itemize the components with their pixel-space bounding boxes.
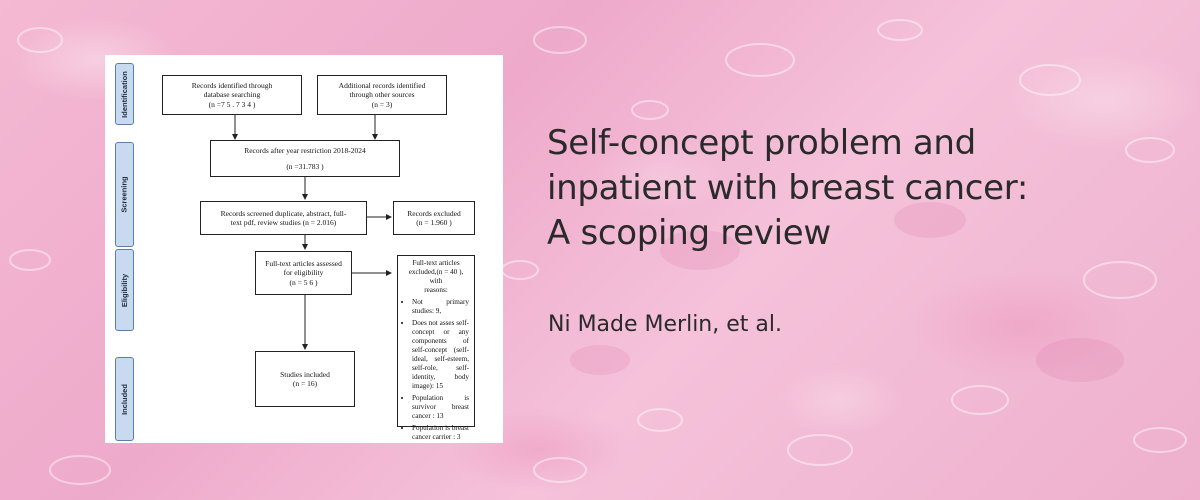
exclusion-reason: Not primary studies: 9,: [412, 298, 469, 316]
exclusion-reason: Population is survivor breast cancer : 1…: [412, 394, 469, 421]
box-records-excluded: Records excluded (n = 1.960 ): [393, 201, 475, 235]
article-title: Self-concept problem and inpatient with …: [547, 123, 1028, 253]
box-fulltext-assessed: Full-text articles assessed for eligibil…: [255, 251, 352, 295]
article-authors: Ni Made Merlin, et al.: [548, 312, 782, 337]
box-database-records: Records identified through database sear…: [162, 75, 302, 115]
stage-eligibility: Eligibility: [115, 249, 134, 331]
box-fulltext-excluded-reasons: Full-text articles excluded,(n = 40 ), w…: [397, 255, 475, 441]
exclusion-reasons-list: Not primary studies: 9, Does not asses s…: [403, 298, 469, 442]
stage-identification: Identification: [115, 63, 134, 125]
box-studies-included: Studies included (n = 16): [255, 351, 355, 407]
stage-screening: Screening: [115, 142, 134, 247]
box-other-sources: Additional records identified through ot…: [317, 75, 447, 115]
exclusion-reason: Does not asses self-concept or any compo…: [412, 319, 469, 391]
stage-included: Included: [115, 357, 134, 441]
prisma-flow-diagram: Identification Screening Eligibility Inc…: [105, 55, 503, 443]
exclusion-reason: Population is breast cancer carrier : 3: [412, 424, 469, 442]
box-after-restriction: Records after year restriction 2018-2024…: [210, 140, 400, 177]
flow-arrows: [232, 115, 392, 350]
box-records-screened: Records screened duplicate, abstract, fu…: [200, 201, 367, 235]
